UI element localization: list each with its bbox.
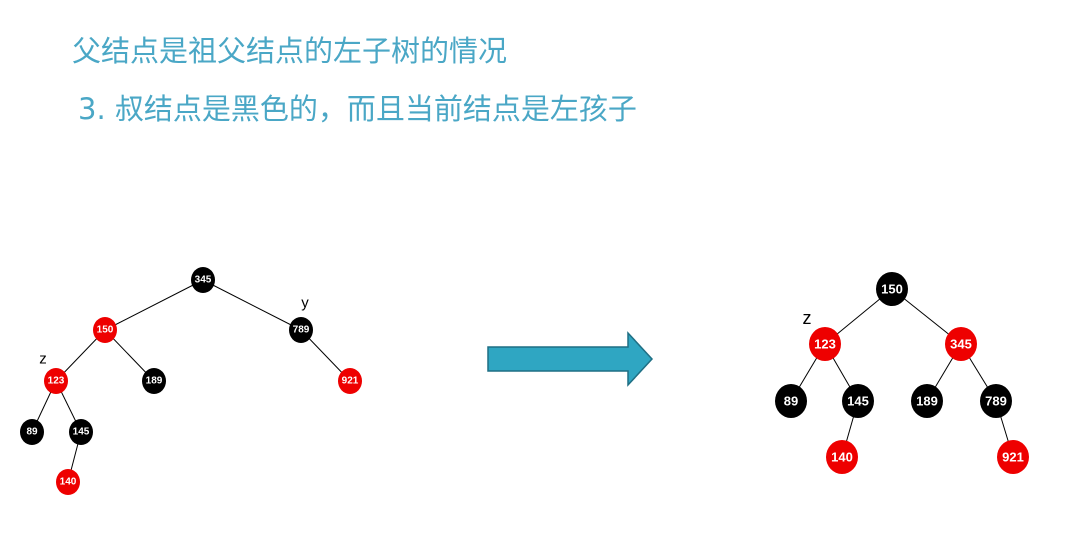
after-node-label: 150	[881, 282, 903, 297]
before-node-circle	[93, 317, 117, 343]
before-node-label: 150	[97, 325, 114, 336]
after-node-circle	[911, 384, 943, 418]
after-node-921: 921	[997, 440, 1029, 474]
before-node-label: 140	[60, 477, 77, 488]
before-node-circle	[69, 419, 93, 445]
before-node-circle	[20, 419, 44, 445]
after-node-label: 345	[950, 337, 972, 352]
before-node-140: 140	[56, 469, 80, 495]
after-node-123: 123	[809, 327, 841, 361]
title-line-1: 父结点是祖父结点的左子树的情况	[72, 34, 508, 68]
before-node-789: 789	[289, 317, 313, 343]
before-node-921: 921	[338, 368, 362, 394]
after-node-345: 345	[945, 327, 977, 361]
after-node-label: 140	[831, 450, 853, 465]
after-node-789: 789	[980, 384, 1012, 418]
before-node-circle	[191, 267, 215, 293]
before-node-label: 89	[26, 427, 38, 438]
after-node-label: 789	[985, 394, 1007, 409]
before-node-label: 789	[293, 325, 310, 336]
after-node-circle	[945, 327, 977, 361]
after-node-circle	[775, 384, 807, 418]
before-edge-n345-n789	[202, 279, 302, 331]
after-node-label: 123	[814, 337, 836, 352]
before-node-circle	[289, 317, 313, 343]
after-node-150: 150	[876, 272, 908, 306]
title-line-2: 3. 叔结点是黑色的，而且当前结点是左孩子	[78, 92, 637, 126]
after-node-circle	[826, 440, 858, 474]
before-node-label: 921	[342, 376, 359, 387]
before-tag-z: z	[39, 351, 47, 368]
before-node-circle	[44, 368, 68, 394]
after-node-circle	[842, 384, 874, 418]
before-node-label: 145	[73, 427, 90, 438]
after-node-189: 189	[911, 384, 943, 418]
before-edge-n345-n150	[104, 279, 204, 331]
before-node-189: 189	[142, 368, 166, 394]
before-tag-y: y	[301, 295, 309, 312]
after-node-label: 145	[847, 394, 869, 409]
before-node-circle	[56, 469, 80, 495]
after-node-circle	[980, 384, 1012, 418]
after-node-89: 89	[775, 384, 807, 418]
before-node-145: 145	[69, 419, 93, 445]
after-node-label: 921	[1002, 450, 1024, 465]
before-node-345: 345	[191, 267, 215, 293]
before-node-label: 189	[146, 376, 163, 387]
before-node-123: 123	[44, 368, 68, 394]
before-node-label: 123	[48, 376, 65, 387]
after-node-circle	[876, 272, 908, 306]
after-node-circle	[997, 440, 1029, 474]
before-node-89: 89	[20, 419, 44, 445]
before-node-circle	[338, 368, 362, 394]
after-node-label: 89	[784, 394, 798, 409]
after-tag-z: z	[803, 308, 812, 328]
before-node-circle	[142, 368, 166, 394]
after-node-label: 189	[916, 394, 938, 409]
transform-arrow	[487, 331, 654, 387]
before-node-150: 150	[93, 317, 117, 343]
before-node-label: 345	[195, 275, 212, 286]
right-arrow-icon	[487, 331, 654, 387]
after-node-circle	[809, 327, 841, 361]
after-node-140: 140	[826, 440, 858, 474]
after-node-145: 145	[842, 384, 874, 418]
